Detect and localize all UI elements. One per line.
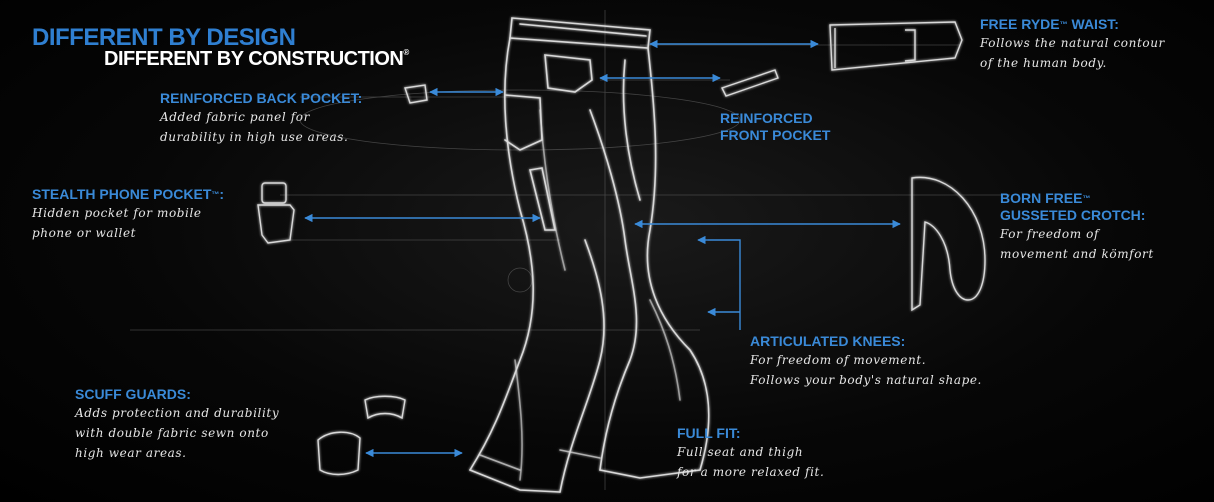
phone-detail: [257, 182, 295, 244]
feature-waist-title-suffix: WAIST:: [1067, 16, 1119, 32]
feature-waist-title-text: FREE RYDE: [980, 16, 1060, 32]
feature-scuff-guards-desc-1: Adds protection and durability: [75, 406, 280, 420]
scuff-guard-detail: [317, 395, 406, 476]
gusset-detail: [911, 176, 986, 312]
feature-knees-desc-1: For freedom of movement.: [750, 353, 927, 367]
feature-front-pocket-title-1: REINFORCED: [720, 110, 813, 126]
back-pocket-detail: [404, 84, 428, 104]
feature-knees-title: ARTICULATED KNEES:: [750, 333, 906, 349]
trademark-mark: ™: [1082, 194, 1091, 203]
headline-construction-text: DIFFERENT BY CONSTRUCTION: [104, 48, 404, 70]
feature-full-fit: FULL FIT: Full seat and thigh for a more…: [677, 425, 824, 482]
feature-front-pocket: REINFORCED FRONT POCKET: [720, 110, 830, 144]
feature-phone-pocket-title-text: STEALTH PHONE POCKET: [32, 186, 212, 202]
feature-phone-pocket-desc-2: phone or wallet: [32, 226, 137, 240]
feature-crotch: BORN FREE™ GUSSETED CROTCH: For freedom …: [1000, 190, 1154, 264]
feature-phone-pocket-title-suffix: :: [219, 186, 225, 202]
feature-crotch-desc-1: For freedom of: [1000, 227, 1099, 241]
feature-crotch-title-2: GUSSETED CROTCH:: [1000, 207, 1146, 223]
feature-back-pocket-title: REINFORCED BACK POCKET:: [160, 90, 363, 106]
feature-scuff-guards-title: SCUFF GUARDS:: [75, 386, 191, 402]
feature-full-fit-title: FULL FIT:: [677, 425, 741, 441]
feature-knees: ARTICULATED KNEES: For freedom of moveme…: [750, 333, 982, 390]
feature-back-pocket: REINFORCED BACK POCKET: Added fabric pan…: [160, 90, 362, 147]
feature-scuff-guards-desc-3: high wear areas.: [75, 446, 187, 460]
feature-full-fit-desc-2: for a more relaxed fit.: [677, 465, 825, 479]
waistband-detail: [721, 21, 963, 97]
trademark-mark: ™: [211, 190, 220, 199]
feature-crotch-title: BORN FREE™: [1000, 190, 1154, 207]
feature-waist-desc-2: of the human body.: [980, 56, 1107, 70]
feature-phone-pocket-desc-1: Hidden pocket for mobile: [32, 206, 202, 220]
feature-knees-desc-2: Follows your body's natural shape.: [750, 373, 982, 387]
feature-phone-pocket: STEALTH PHONE POCKET™: Hidden pocket for…: [32, 186, 224, 243]
feature-waist: FREE RYDE™ WAIST: Follows the natural co…: [980, 16, 1165, 73]
headline-design: DIFFERENT BY DESIGN: [32, 24, 296, 51]
feature-crotch-title-text: BORN FREE: [1000, 190, 1083, 206]
feature-waist-title: FREE RYDE™ WAIST:: [980, 16, 1165, 33]
jeans-sketch: [469, 17, 710, 493]
feature-scuff-guards-desc-2: with double fabric sewn onto: [75, 426, 269, 440]
feature-front-pocket-title-2: FRONT POCKET: [720, 127, 831, 143]
feature-back-pocket-desc-1: Added fabric panel for: [160, 110, 310, 124]
registered-mark: ®: [403, 48, 409, 57]
trademark-mark: ™: [1059, 20, 1068, 29]
detail-drawings: [257, 21, 986, 476]
headline-construction: DIFFERENT BY CONSTRUCTION®: [104, 48, 409, 71]
feature-back-pocket-desc-2: durability in high use areas.: [160, 130, 349, 144]
callout-arrows: [304, 39, 901, 458]
feature-full-fit-desc-1: Full seat and thigh: [677, 445, 804, 459]
feature-phone-pocket-title: STEALTH PHONE POCKET™:: [32, 186, 224, 203]
feature-scuff-guards: SCUFF GUARDS: Adds protection and durabi…: [75, 386, 279, 463]
feature-crotch-desc-2: movement and kömfort: [1000, 247, 1154, 261]
feature-waist-desc-1: Follows the natural contour: [980, 36, 1165, 50]
